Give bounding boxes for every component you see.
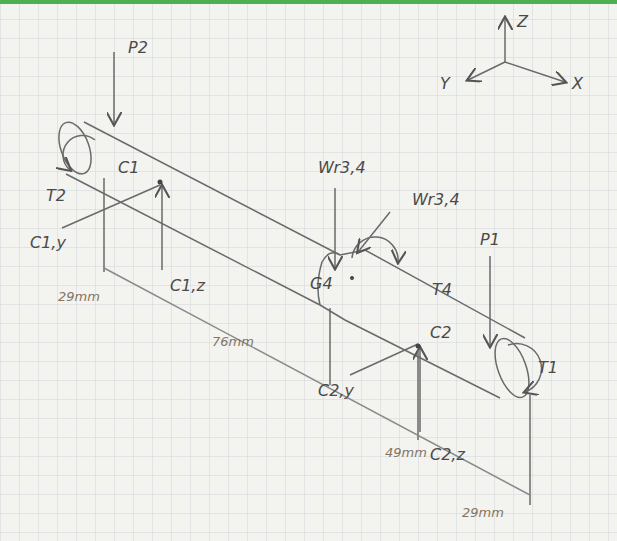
reaction-label: C2,z (430, 447, 465, 463)
dimension: 49mm (385, 446, 427, 459)
reaction-label: C1,z (170, 278, 205, 294)
axis-label: Y (440, 76, 450, 92)
torque-label: T2 (46, 188, 66, 204)
point-label: C1 (118, 160, 139, 176)
torque-label: T4 (432, 282, 452, 298)
dimension: 29mm (462, 506, 504, 519)
force-label: P2 (128, 40, 148, 56)
torque-label: T1 (538, 360, 558, 376)
force-label: Wr3,4 (412, 192, 460, 208)
axis-label: Z (517, 14, 528, 30)
force-label: Wr3,4 (318, 160, 366, 176)
point-label: C2 (430, 325, 451, 341)
force-label: P1 (480, 232, 500, 248)
dimension: 76mm (212, 335, 254, 348)
axis-label: X (572, 76, 583, 92)
point-label: G4 (310, 276, 333, 292)
dimension: 29mm (58, 290, 100, 303)
reaction-label: C1,y (30, 235, 66, 251)
reaction-label: C2,y (318, 383, 354, 399)
